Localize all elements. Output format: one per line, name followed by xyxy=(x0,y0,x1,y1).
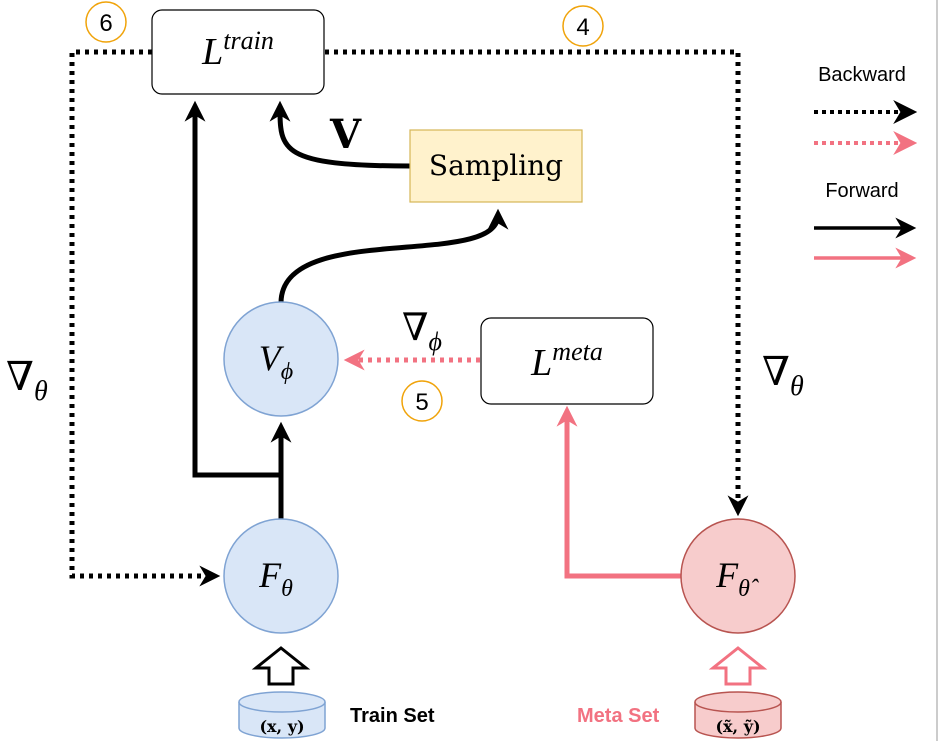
train-set-values: (x, y) xyxy=(259,717,304,736)
legend-backward-label: Backward xyxy=(818,64,906,86)
meta-input-arrow xyxy=(708,646,768,686)
grad-phi-base: ∇ xyxy=(402,307,429,349)
meta-set-cylinder: (x̃, ỹ) xyxy=(694,691,782,739)
l-meta-base: L xyxy=(530,342,552,384)
grad-phi-label: ∇ϕ xyxy=(402,307,442,356)
badge-5-text: 5 xyxy=(415,389,428,416)
v-phi-sub: ϕ xyxy=(281,359,293,385)
forward-edge-ftheta-to-ltrain xyxy=(184,100,281,478)
f-theta-sub: θ xyxy=(281,576,293,602)
badge-6-text: 6 xyxy=(99,10,112,37)
step-badge-6: 6 xyxy=(85,1,127,43)
grad-theta-left-base: ∇ xyxy=(6,354,34,399)
svg-text:Fθ: Fθ xyxy=(258,555,293,602)
step-badge-4: 4 xyxy=(562,5,604,47)
train-input-arrow xyxy=(251,646,311,686)
svg-text:Ltrain: Ltrain xyxy=(201,26,274,73)
node-l-meta: Lmeta xyxy=(480,317,654,405)
grad-theta-left-label: ∇θ xyxy=(6,354,48,407)
node-f-theta: Fθ xyxy=(223,518,339,634)
forward-edge-fthetahat-to-lmeta xyxy=(556,405,681,579)
v-phi-base: V xyxy=(259,338,285,378)
train-set-label: Train Set xyxy=(350,705,435,727)
node-v-phi: Vϕ xyxy=(223,301,339,417)
f-theta-hat-base: F xyxy=(715,555,739,595)
l-train-sup: train xyxy=(223,26,274,55)
svg-text:Vϕ: Vϕ xyxy=(259,338,293,385)
grad-phi-sub: ϕ xyxy=(429,327,442,356)
grad-theta-left-sub: θ xyxy=(34,376,48,407)
backward-edge-ltrain-to-ftheta xyxy=(69,49,221,587)
f-theta-base: F xyxy=(258,555,282,595)
svg-text:Lmeta: Lmeta xyxy=(530,337,603,384)
grad-theta-right-label: ∇θ xyxy=(762,349,804,402)
legend: Backward Forward xyxy=(814,64,918,269)
badge-4-text: 4 xyxy=(576,14,589,41)
meta-set-label: Meta Set xyxy=(577,705,660,727)
node-f-theta-hat: Fθ̂ xyxy=(680,518,796,634)
sampling-label: Sampling xyxy=(429,149,563,182)
backward-edge-ltrain-to-fthetahat xyxy=(325,49,749,517)
node-sampling: Sampling xyxy=(409,129,583,203)
grad-theta-right-sub: θ xyxy=(790,371,804,402)
grad-theta-right-base: ∇ xyxy=(762,349,790,394)
train-set-cylinder: (x, y) xyxy=(238,691,326,739)
node-l-train: Ltrain xyxy=(151,9,325,95)
l-meta-sup: meta xyxy=(552,337,603,366)
forward-edge-sampling-to-ltrain xyxy=(269,100,411,169)
v-edge-label: V xyxy=(329,111,362,158)
meta-set-values: (x̃, ỹ) xyxy=(715,717,760,736)
l-train-base: L xyxy=(201,31,223,73)
step-badge-5: 5 xyxy=(401,380,443,422)
legend-forward-label: Forward xyxy=(825,180,898,202)
forward-edge-vphi-to-sampling xyxy=(278,208,509,304)
